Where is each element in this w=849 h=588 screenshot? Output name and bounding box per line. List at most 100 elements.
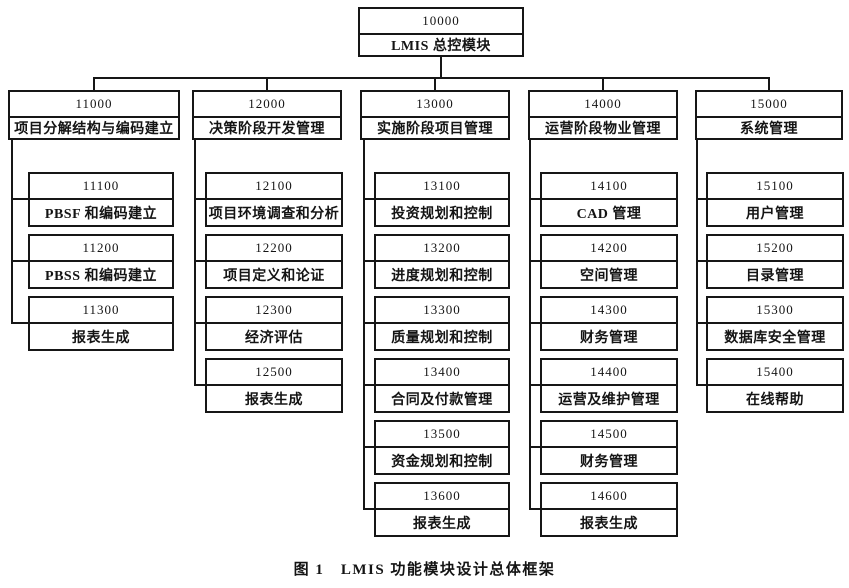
module-code: 13400 [376,360,508,386]
connector-stub-12500 [194,384,205,386]
module-14200: 14200 空间管理 [540,234,678,289]
module-code: 15000 [697,92,841,118]
module-label: 实施阶段项目管理 [377,122,493,137]
module-12300: 12300 经济评估 [205,296,343,351]
module-label: CAD 管理 [576,206,642,222]
connector-stub-15400 [696,384,706,386]
module-label: 运营阶段物业管理 [545,122,661,137]
module-12500: 12500 报表生成 [205,358,343,413]
module-label: 报表生成 [245,392,303,408]
module-13000: 13000 实施阶段项目管理 [360,90,510,140]
module-12100: 12100 项目环境调查和分析 [205,172,343,227]
module-code: 12100 [207,174,341,200]
connector-root-drop [440,57,442,78]
module-code: 14000 [530,92,676,118]
connector-stub-13100 [363,198,374,200]
module-13400: 13400 合同及付款管理 [374,358,510,413]
module-code: 13000 [362,92,508,118]
connector-stub-12100 [194,198,205,200]
module-11300: 11300 报表生成 [28,296,174,351]
module-label: 在线帮助 [746,392,804,408]
module-label: 报表生成 [580,516,638,532]
connector-stub-13600 [363,508,374,510]
connector-stub-15300 [696,322,706,324]
module-code: 11300 [30,298,172,324]
module-code: 15400 [708,360,842,386]
module-15400: 15400 在线帮助 [706,358,844,413]
module-label: 运营及维护管理 [558,392,660,408]
connector-stub-14300 [529,322,540,324]
module-code: 12200 [207,236,341,262]
connector-stub-13200 [363,260,374,262]
module-code: 15300 [708,298,842,324]
module-14500: 14500 财务管理 [540,420,678,475]
module-13500: 13500 资金规划和控制 [374,420,510,475]
connector-rail-13000 [363,138,365,510]
module-11100: 11100 PBSF 和编码建立 [28,172,174,227]
module-code: 13200 [376,236,508,262]
connector-main-rail [93,77,770,79]
module-label: LMIS 总控模块 [391,39,491,54]
module-11200: 11200 PBSS 和编码建立 [28,234,174,289]
module-label: 报表生成 [413,516,471,532]
module-label: 项目环境调查和分析 [208,206,340,222]
connector-rail-11000 [11,138,13,324]
module-code: 15100 [708,174,842,200]
module-label: 财务管理 [580,330,638,346]
module-label: 空间管理 [580,268,638,284]
module-13300: 13300 质量规划和控制 [374,296,510,351]
connector-stub-13500 [363,446,374,448]
connector-branch-drop-4 [602,77,604,90]
connector-stub-15200 [696,260,706,262]
module-code: 11000 [10,92,178,118]
connector-rail-14000 [529,138,531,510]
module-15300: 15300 数据库安全管理 [706,296,844,351]
module-15100: 15100 用户管理 [706,172,844,227]
module-label: 进度规划和控制 [391,268,493,284]
connector-stub-12200 [194,260,205,262]
connector-rail-12000 [194,138,196,386]
module-label: 项目分解结构与编码建立 [14,122,174,137]
module-14000: 14000 运营阶段物业管理 [528,90,678,140]
module-13200: 13200 进度规划和控制 [374,234,510,289]
module-label: 目录管理 [746,268,804,284]
module-code: 13500 [376,422,508,448]
connector-stub-14400 [529,384,540,386]
module-label: 质量规划和控制 [391,330,493,346]
module-label: 决策阶段开发管理 [209,122,325,137]
connector-stub-15100 [696,198,706,200]
connector-branch-drop-2 [266,77,268,90]
connector-stub-14600 [529,508,540,510]
module-13600: 13600 报表生成 [374,482,510,537]
connector-stub-11300 [11,322,28,324]
module-label: 经济评估 [245,330,303,346]
module-code: 13600 [376,484,508,510]
module-label: 合同及付款管理 [391,392,493,408]
module-code: 13100 [376,174,508,200]
connector-stub-14200 [529,260,540,262]
module-label: 系统管理 [740,122,798,137]
module-13100: 13100 投资规划和控制 [374,172,510,227]
module-14100: 14100 CAD 管理 [540,172,678,227]
module-14300: 14300 财务管理 [540,296,678,351]
module-11000: 11000 项目分解结构与编码建立 [8,90,180,140]
connector-stub-11100 [11,198,28,200]
module-code: 13300 [376,298,508,324]
module-15000: 15000 系统管理 [695,90,843,140]
module-15200: 15200 目录管理 [706,234,844,289]
figure-caption: 图 1 LMIS 功能模块设计总体框架 [293,562,556,578]
module-label: 财务管理 [580,454,638,470]
module-code: 14200 [542,236,676,262]
connector-stub-13400 [363,384,374,386]
module-label: 项目定义和论证 [223,268,325,284]
module-code: 14100 [542,174,676,200]
module-10000: 10000 LMIS 总控模块 [358,7,524,57]
module-12000: 12000 决策阶段开发管理 [192,90,342,140]
module-label: 报表生成 [72,330,130,346]
connector-branch-drop-1 [93,77,95,90]
module-14400: 14400 运营及维护管理 [540,358,678,413]
module-label: 投资规划和控制 [391,206,493,222]
connector-branch-drop-3 [434,77,436,90]
connector-stub-14100 [529,198,540,200]
